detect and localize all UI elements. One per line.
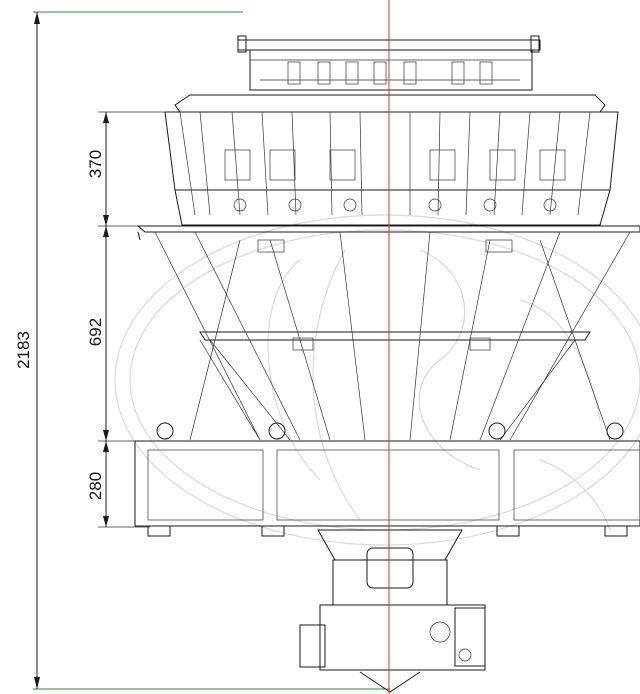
base-frame <box>134 422 640 537</box>
watermark <box>114 214 640 546</box>
weigh-hoppers <box>164 94 619 226</box>
discharge-chutes <box>136 225 640 441</box>
dimension-hopper: 370 <box>86 111 165 227</box>
dimension-chute: 692 <box>86 226 150 442</box>
dimension-frame: 280 <box>86 441 150 528</box>
dimension-overall-label: 2183 <box>14 331 33 369</box>
dimension-frame-label: 280 <box>86 472 105 500</box>
dimension-hopper-label: 370 <box>86 150 105 178</box>
dimension-overall: 2183 <box>14 11 390 690</box>
outlet-funnel <box>299 529 486 693</box>
dimension-chute-label: 692 <box>86 318 105 346</box>
